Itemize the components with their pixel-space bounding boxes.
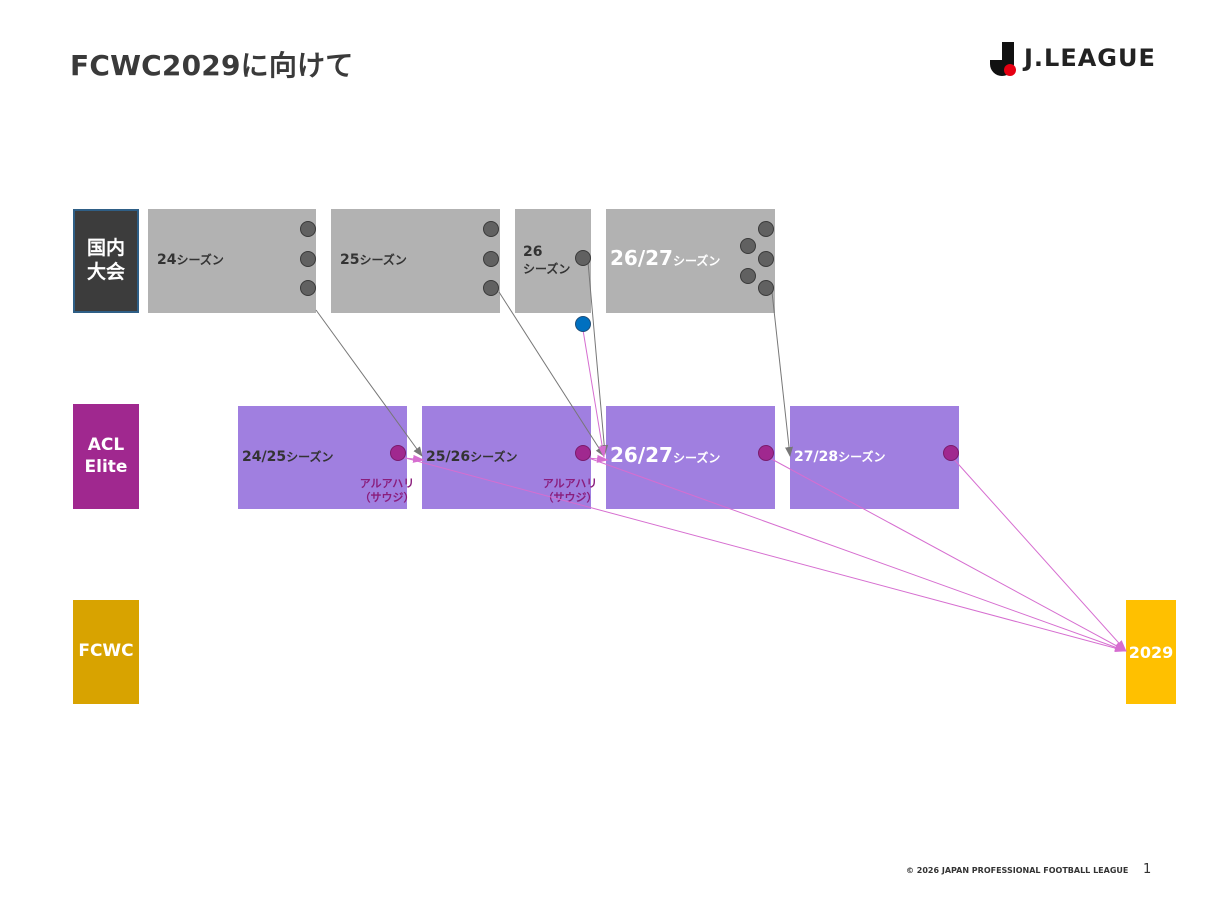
jleague-wordmark: J.LEAGUE (1024, 44, 1156, 72)
team-dot (483, 251, 499, 267)
team-dot (483, 221, 499, 237)
arrow-26-27-to-27-28 (771, 291, 793, 457)
acl-team-dot (943, 445, 959, 461)
team-dot (300, 221, 316, 237)
team-dot (300, 280, 316, 296)
acl-season-26-27-label: 26/27シーズン (610, 443, 721, 467)
domestic-season-25-label: 25シーズン (340, 252, 407, 268)
arrow-acl3-to-2029 (765, 455, 1127, 652)
acl-note-al-ahli-1: アルアハリ（サウジ） (359, 477, 415, 504)
acl-season-25-26 (422, 406, 591, 509)
arrow-acl4-to-2029 (950, 455, 1127, 652)
domestic-season-25 (331, 209, 500, 313)
arrow-acl1-to-2029 (397, 455, 1127, 653)
team-dot (575, 250, 591, 266)
acl-season-26-27 (606, 406, 775, 509)
row-label-fcwc: FCWC (73, 600, 139, 704)
row-label-domestic: 国内大会 (73, 209, 139, 313)
team-dot (758, 280, 774, 296)
blue-team-dot (575, 316, 591, 332)
acl-team-dot (390, 445, 406, 461)
page-title: FCWC2029に向けて (70, 49, 354, 82)
acl-season-25-26-label: 25/26シーズン (426, 449, 518, 465)
acl-season-24-25-label: 24/25シーズン (242, 449, 334, 465)
acl-season-27-28-label: 27/28シーズン (794, 449, 886, 465)
arrow-25-to-26-27 (498, 291, 605, 457)
jleague-logo-icon (990, 42, 1016, 76)
team-dot (483, 280, 499, 296)
arrow-acl2-to-2029 (582, 455, 1127, 652)
fcwc-2029-box: 2029 (1126, 600, 1176, 704)
team-dot (740, 268, 756, 284)
acl-team-dot (575, 445, 591, 461)
arrow-blue-to-26-27 (582, 329, 607, 458)
team-dot (758, 221, 774, 237)
domestic-season-26-27-label: 26/27シーズン (610, 246, 721, 270)
domestic-season-24-label: 24シーズン (157, 252, 224, 268)
team-dot (758, 251, 774, 267)
arrow-acl-dot2-to-26-27 (587, 454, 609, 463)
acl-season-24-25 (238, 406, 407, 509)
acl-season-27-28 (790, 406, 959, 509)
copyright-footer: © 2026 JAPAN PROFESSIONAL FOOTBALL LEAGU… (906, 866, 1129, 875)
team-dot (740, 238, 756, 254)
team-dot (300, 251, 316, 267)
domestic-season-26-27 (606, 209, 775, 313)
acl-note-al-ahli-2: アルアハリ（サウジ） (542, 477, 598, 504)
arrow-24-to-25-26 (315, 309, 423, 457)
domestic-season-24 (148, 209, 316, 313)
page-number: 1 (1143, 862, 1152, 877)
arrow-26-to-26-27 (587, 261, 609, 455)
acl-team-dot (758, 445, 774, 461)
